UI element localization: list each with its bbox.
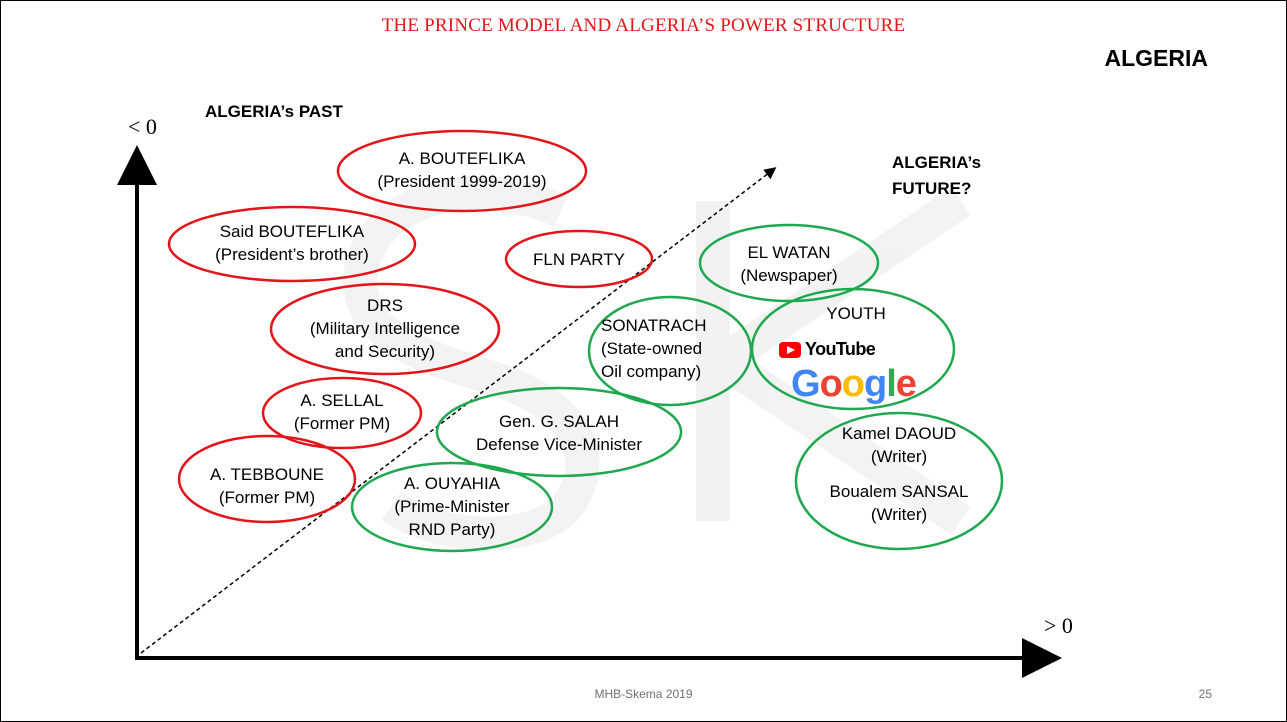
x-axis-label: > 0 [1044,613,1073,638]
future-label: ALGERIA’s FUTURE? [892,150,981,202]
actor-name: EL WATAN [747,243,831,262]
actor-name: Kamel DAOUD [841,424,957,443]
actor-role: RND Party) [408,520,496,539]
actor-name: Said BOUTEFLIKA [219,222,365,241]
actor-tebboune: A. TEBBOUNE (Former PM) [179,463,355,509]
youtube-play-icon [779,341,801,358]
actor-role: (Writer) [870,447,928,466]
ellipse-sellal [261,376,423,450]
actor-role: Defense Vice-Minister [476,435,642,454]
actor-role: (President’s brother) [215,245,369,264]
actor-writers: Kamel DAOUD (Writer) Boualem SANSAL (Wri… [796,422,1002,526]
actor-name: Gen. G. SALAH [499,412,619,431]
actor-name: A. BOUTEFLIKA [398,149,526,168]
actor-name: A. OUYAHIA [403,474,501,493]
actor-drs: DRS (Military Intelligence and Security) [271,294,499,363]
actor-name: Boualem SANSAL [829,482,969,501]
actor-role: (President 1999-2019) [377,172,547,191]
actor-role: (Former PM) [293,414,391,433]
ellipse-ouyahia [350,461,554,553]
country-label: ALGERIA [1104,45,1209,71]
actor-salah: Gen. G. SALAH Defense Vice-Minister [437,410,681,456]
ellipse-said-bouteflika [167,205,417,283]
ellipse-youth [750,287,956,411]
google-logo: Google [791,363,917,405]
slide-title: THE PRINCE MODEL AND ALGERIA’S POWER STR… [381,15,906,36]
actor-role: (State-owned [601,339,703,358]
actor-sellal: A. SELLAL (Former PM) [263,389,421,435]
page-number: 25 [1198,687,1212,701]
youtube-logo: YouTube [779,339,876,360]
actor-name: FLN PARTY [533,250,625,269]
actor-role: (Newspaper) [740,266,838,285]
watermark-logo [343,176,971,551]
actor-role: (Prime-Minister [394,497,510,516]
actor-name: SONATRACH [601,316,707,335]
actor-role: and Security) [334,342,436,361]
youtube-wordmark: YouTube [805,339,876,359]
past-label: ALGERIA’s PAST [205,102,343,121]
ellipse-drs [269,282,501,376]
actor-name: DRS [367,296,403,315]
actor-role: (Military Intelligence [309,319,461,338]
y-axis-label: < 0 [128,114,157,139]
ellipse-bouteflika [336,129,588,213]
actor-sonatrach: SONATRACH (State-owned Oil company) [601,314,747,383]
actor-role: Oil company) [601,362,702,381]
ellipse-salah [435,386,683,478]
spacer [796,468,1002,480]
ellipse-tebboune [177,434,357,524]
ellipse-writers [794,411,1004,551]
actor-said-bouteflika: Said BOUTEFLIKA (President’s brother) [169,220,415,266]
actor-name: YOUTH [826,304,886,323]
ellipse-fln [504,229,654,289]
future-label-line1: ALGERIA’s [892,153,982,172]
actor-name: A. TEBBOUNE [210,465,324,484]
ellipse-el-watan [698,223,880,303]
future-label-line2: FUTURE? [892,179,972,198]
actor-fln: FLN PARTY [506,248,652,271]
actor-bouteflika: A. BOUTEFLIKA (President 1999-2019) [338,147,586,193]
actor-el-watan: EL WATAN (Newspaper) [700,241,878,287]
actor-role: (Writer) [870,505,928,524]
actor-ouyahia: A. OUYAHIA (Prime-Minister RND Party) [352,472,552,541]
footer: MHB-Skema 2019 [594,687,693,701]
actor-name: A. SELLAL [300,391,384,410]
actor-role: (Former PM) [218,488,316,507]
actor-youth: YOUTH [801,302,911,325]
